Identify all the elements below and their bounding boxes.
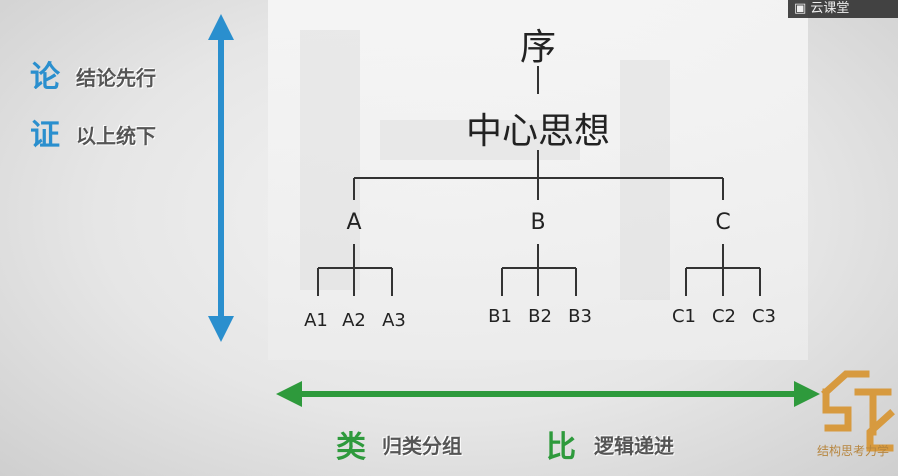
label-bi-text: 逻辑递进: [594, 434, 674, 458]
watermark-text: 云课堂: [810, 1, 850, 16]
label-lun-big: 论: [30, 60, 60, 95]
vertical-double-arrow: [208, 14, 234, 342]
label-lei-big: 类: [336, 430, 366, 465]
label-zheng-text: 以上统下: [76, 124, 156, 148]
label-lei-text: 归类分组: [382, 434, 462, 458]
logo-caption: 结构思考力学: [816, 444, 889, 458]
main-node: 中心思想: [465, 111, 611, 152]
watermark-icon: ▣: [794, 1, 811, 16]
watermark: ▣ 云课堂: [788, 0, 898, 18]
label-lun-text: 结论先行: [76, 66, 156, 90]
leaf-node: C1: [671, 306, 697, 327]
leaf-node: C3: [751, 306, 777, 327]
leaf-node: B2: [528, 306, 552, 327]
leaf-node: B3: [568, 306, 592, 327]
stc-logo-icon: [821, 370, 895, 452]
background-shape: [620, 60, 670, 300]
leaf-node: A1: [304, 310, 328, 331]
leaf-node: A2: [342, 310, 366, 331]
leaf-node: B1: [488, 306, 512, 327]
leaf-node: C2: [711, 306, 737, 327]
background-shape: [380, 120, 580, 160]
label-bi-big: 比: [546, 430, 576, 465]
branch-node-b: B: [530, 210, 546, 235]
leaf-node: A3: [382, 310, 406, 331]
branch-node-a: A: [346, 210, 362, 235]
branch-node-c: C: [715, 210, 731, 235]
background-shape: [300, 30, 360, 290]
horizontal-double-arrow: [276, 381, 820, 407]
root-node: 序: [519, 27, 557, 68]
label-zheng-big: 证: [30, 118, 60, 153]
